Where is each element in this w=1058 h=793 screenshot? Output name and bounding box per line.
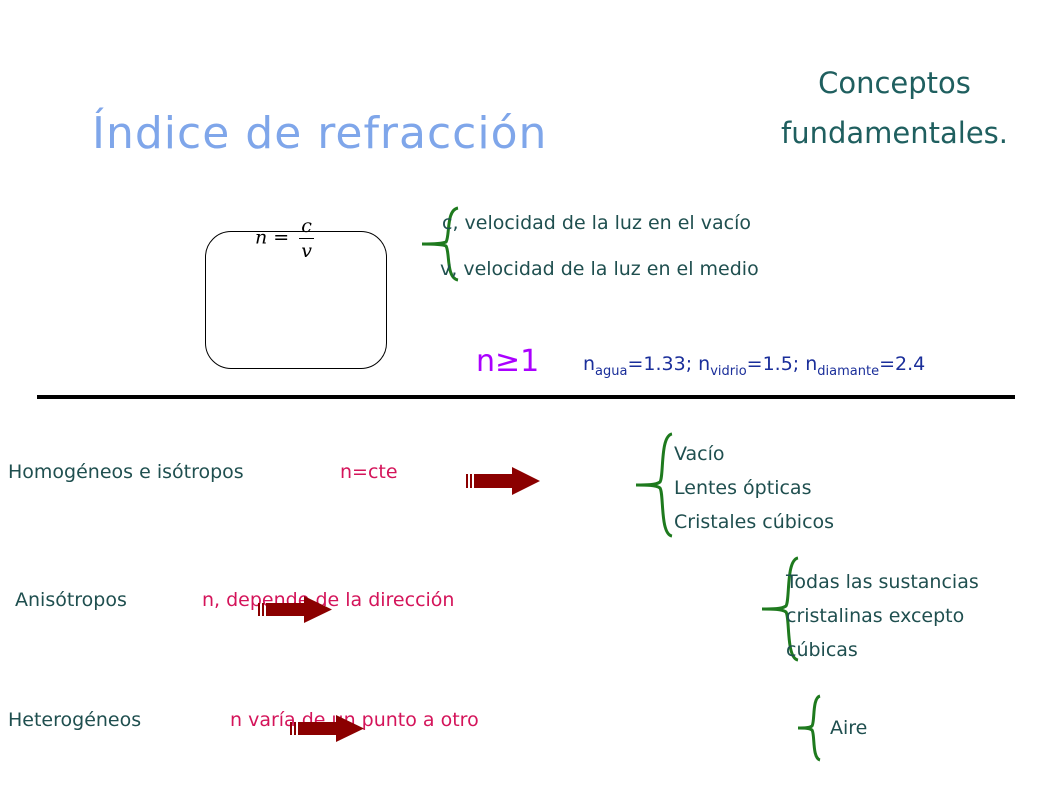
list-item: cristalinas excepto	[786, 605, 965, 627]
n-values: nagua=1.33; nvidrio=1.5; ndiamante=2.4	[583, 353, 925, 379]
n-value-rest: =2.4	[879, 353, 926, 375]
media-heterogeneous-property: n varía de un punto a otro	[230, 709, 479, 731]
n-condition: n≥1	[476, 344, 540, 379]
list-item: Cristales cúbicos	[674, 511, 835, 533]
anisotropic-examples: Todas las sustancias cristalinas excepto…	[786, 565, 979, 667]
media-homogeneous-property: n=cte	[340, 461, 398, 483]
heterogeneous-examples: Aire	[830, 711, 867, 745]
formula-lhs: n =	[255, 226, 290, 249]
heterogeneous-brace	[797, 694, 821, 762]
arrow-right-icon	[258, 596, 332, 623]
media-anisotropic-property: n, depende de la dirección	[202, 589, 455, 611]
refraction-formula: n = c v	[255, 214, 314, 263]
section-heading-line2: fundamentales.	[781, 116, 1008, 150]
formula-numerator: c	[299, 215, 314, 239]
page-title: Índice de refracción	[92, 108, 548, 159]
list-item: Todas las sustancias	[786, 571, 979, 593]
list-item: Aire	[830, 717, 868, 739]
n-value-rest: =1.33;	[627, 353, 699, 375]
media-anisotropic-label: Anisótropos	[15, 589, 127, 611]
formula-fraction: c v	[299, 214, 314, 263]
divider	[37, 395, 1015, 399]
n-value-base: n	[583, 353, 596, 375]
list-item: Vacío	[674, 443, 725, 465]
arrow-right-icon	[290, 715, 364, 742]
definitions-brace	[421, 206, 459, 282]
n-value-sub: agua	[595, 363, 628, 379]
formula-box	[205, 231, 387, 369]
section-heading-line1: Conceptos	[818, 66, 971, 100]
homogeneous-examples: Vacío Lentes ópticas Cristales cúbicos	[674, 437, 834, 539]
section-heading: Conceptos fundamentales.	[781, 58, 1008, 158]
media-homogeneous-label: Homogéneos e isótropos	[8, 461, 244, 483]
n-value-sub: vidrio	[710, 363, 747, 379]
definition-v: v, velocidad de la luz en el medio	[440, 258, 759, 280]
anisotropic-brace	[761, 556, 799, 662]
formula-denominator: v	[301, 240, 312, 262]
media-heterogeneous-label: Heterogéneos	[8, 709, 142, 731]
n-value-vidrio: nvidrio=1.5;	[698, 353, 806, 379]
list-item: cúbicas	[786, 639, 858, 661]
n-value-diamante: ndiamante=2.4	[805, 353, 926, 379]
homogeneous-brace	[635, 432, 673, 538]
n-value-sub: diamante	[817, 363, 880, 379]
n-value-base: n	[698, 353, 711, 375]
n-value-agua: nagua=1.33;	[583, 353, 699, 379]
n-value-rest: =1.5;	[746, 353, 806, 375]
arrow-right-icon	[466, 467, 540, 495]
definition-c: c, velocidad de la luz en el vacío	[442, 212, 751, 234]
list-item: Lentes ópticas	[674, 477, 812, 499]
n-value-base: n	[805, 353, 818, 375]
